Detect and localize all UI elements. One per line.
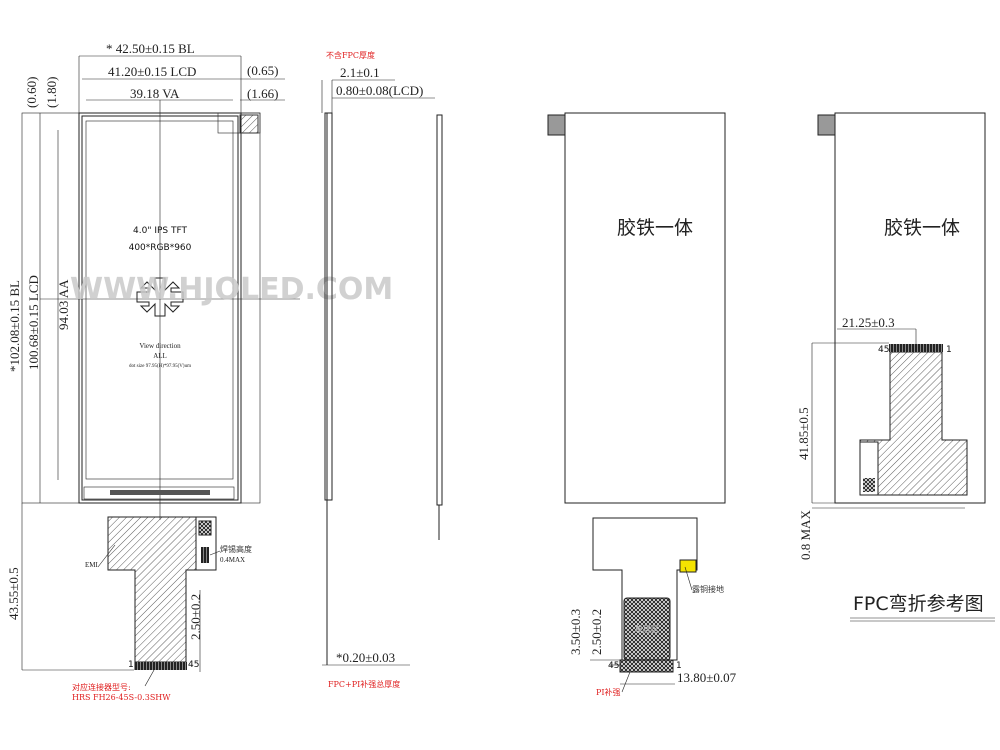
single-layer-label: 单层区 xyxy=(635,624,659,634)
fpc-component xyxy=(198,520,212,536)
dim-fpc-length: 43.55±0.5 xyxy=(6,567,21,620)
bent-view-title: FPC弯折参考图 xyxy=(853,593,984,615)
dim-va-width: 39.18 VA xyxy=(130,86,180,101)
pi-label: PI补强 xyxy=(596,687,621,697)
dim-aa-height: 94.03 AA xyxy=(56,279,71,330)
dim-stiffener: 2.50±0.2 xyxy=(188,594,203,640)
back-frame xyxy=(564,112,726,504)
bent-connector xyxy=(889,344,943,352)
dim-4185: 41.85±0.5 xyxy=(796,407,811,460)
back-fpc xyxy=(592,517,698,661)
dim-065: (0.65) xyxy=(247,63,278,78)
dim-250: 2.50±0.2 xyxy=(589,609,604,655)
bent-pin-1: 1 xyxy=(946,345,952,355)
side-profile xyxy=(324,112,333,501)
emi-label: EMI xyxy=(85,561,99,569)
fpc-component xyxy=(201,547,209,563)
dim-060: (0.60) xyxy=(24,77,39,108)
watermark: WWW.HJOLED.COM xyxy=(70,272,393,307)
back-pin-1: 1 xyxy=(676,661,682,671)
dim-total-thickness: 2.1±0.1 xyxy=(340,65,380,80)
bent-pin-45: 45 xyxy=(878,345,889,355)
side-profile-2 xyxy=(436,114,443,506)
bent-fpc xyxy=(859,351,968,496)
panel-resolution: 400*RGB*960 xyxy=(129,243,192,253)
active-area xyxy=(85,120,234,480)
copper-ground-pad xyxy=(679,559,697,573)
dim-350: 3.50±0.3 xyxy=(568,609,583,655)
dim-08: 0.8 MAX xyxy=(798,510,813,560)
dim-180: (1.80) xyxy=(44,77,59,108)
copper-ground-label: 露铜接地 xyxy=(692,584,724,594)
side-view: 不含FPC厚度 2.1±0.1 0.80±0.08(LCD) *0.20±0.0… xyxy=(321,50,443,689)
solder-height-label: 焊锡高度 xyxy=(220,544,252,554)
panel-title: 4.0" IPS TFT xyxy=(133,226,187,236)
view-direction-icon xyxy=(136,277,184,317)
pin-1-label: 1 xyxy=(128,660,134,670)
fpc-note: FPC+PI补强总厚度 xyxy=(328,679,400,689)
dim-lcd-height: 100.68±0.15 LCD xyxy=(26,275,41,370)
dim-lcd-width: 41.20±0.15 LCD xyxy=(108,64,196,79)
dim-fpc-thickness: *0.20±0.03 xyxy=(336,650,395,665)
back-pin-45: 45 xyxy=(608,661,619,671)
back-connector xyxy=(619,659,674,673)
dim-lcd-thickness: 0.80±0.08(LCD) xyxy=(336,83,423,98)
view-direction-label: View direction xyxy=(139,342,181,350)
dim-2125: 21.25±0.3 xyxy=(842,315,895,330)
back-frame-label: 胶铁一体 xyxy=(617,217,693,239)
bent-view: 胶铁一体 45 1 21.25±0.3 41.85±0.5 0.8 MAX FP… xyxy=(796,112,995,622)
connector-model: HRS FH26-45S-0.3SHW xyxy=(72,693,171,702)
view-direction-value: ALL xyxy=(153,352,167,360)
dim-bl-height: *102.08±0.15 BL xyxy=(7,280,22,372)
pin-45-label: 45 xyxy=(188,660,199,670)
dim-bl-width: * 42.50±0.15 BL xyxy=(106,41,195,56)
note-no-fpc: 不含FPC厚度 xyxy=(326,50,375,60)
dim-166: (1.66) xyxy=(247,86,278,101)
fpc-connector xyxy=(134,662,187,670)
connector-label: 对应连接器型号: xyxy=(72,682,131,692)
dim-1380: 13.80±0.07 xyxy=(677,670,737,685)
solder-height-value: 0.4MAX xyxy=(220,556,245,564)
tab-hatch xyxy=(239,114,259,134)
front-view: * 42.50±0.15 BL 41.20±0.15 LCD 39.18 VA … xyxy=(6,41,300,702)
bent-frame-label: 胶铁一体 xyxy=(884,217,960,239)
back-view: 胶铁一体 单层区 露铜接地 3.50±0.3 2.50±0.2 13.80±0.… xyxy=(547,112,737,697)
dot-size: dot size 97.95(H)*97.95(V)um xyxy=(129,364,191,369)
